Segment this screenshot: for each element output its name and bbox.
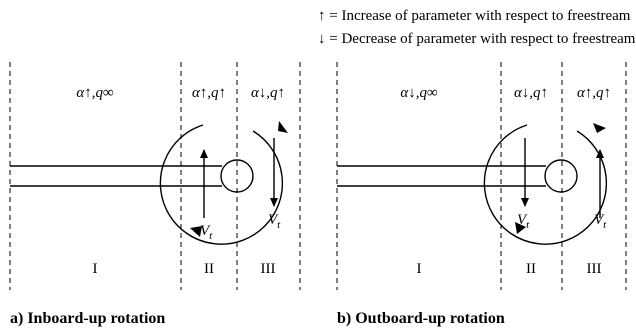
vortex-core	[220, 159, 254, 193]
panel-inboard-up: Vt Vt α↑,q∞ α↑,q↑ α↓,q↑ I II III a) Inbo…	[9, 62, 301, 327]
circulation-arrowhead	[515, 222, 526, 234]
vt-label: Vt	[594, 212, 607, 231]
panel-outboard-up: Vt Vt α↓,q∞ α↓,q↑ α↑,q↑ I II III b) Outb…	[336, 62, 627, 327]
region-label: I	[417, 261, 422, 277]
region-params: α↑,q∞	[76, 85, 114, 101]
circulation-arrowhead	[190, 226, 202, 237]
region-label: II	[526, 261, 536, 277]
circulation-arrowhead	[278, 121, 288, 133]
circulation-arrowhead	[593, 123, 606, 133]
vt-label: Vt	[268, 212, 281, 231]
region-label: III	[261, 261, 276, 277]
legend-increase: ↑ = Increase of parameter with respect t…	[318, 8, 631, 24]
region-label: II	[204, 261, 214, 277]
vt-label: Vt	[517, 212, 530, 231]
vortex-circulation	[483, 124, 608, 245]
region-params: α↓,q↑	[251, 85, 285, 101]
panel-caption: b) Outboard-up rotation	[337, 310, 505, 327]
region-params: α↑,q↑	[192, 85, 226, 101]
legend-decrease: ↓ = Decrease of parameter with respect t…	[318, 31, 636, 47]
region-label: III	[587, 261, 602, 277]
region-params: α↑,q↑	[577, 85, 611, 101]
region-params: α↓,q↑	[514, 85, 548, 101]
vt-label: Vt	[200, 223, 213, 242]
region-params: α↓,q∞	[400, 85, 438, 101]
vortex-circulation	[159, 124, 284, 245]
vortex-core	[544, 159, 578, 193]
panel-caption: a) Inboard-up rotation	[10, 310, 165, 327]
region-label: I	[93, 261, 98, 277]
